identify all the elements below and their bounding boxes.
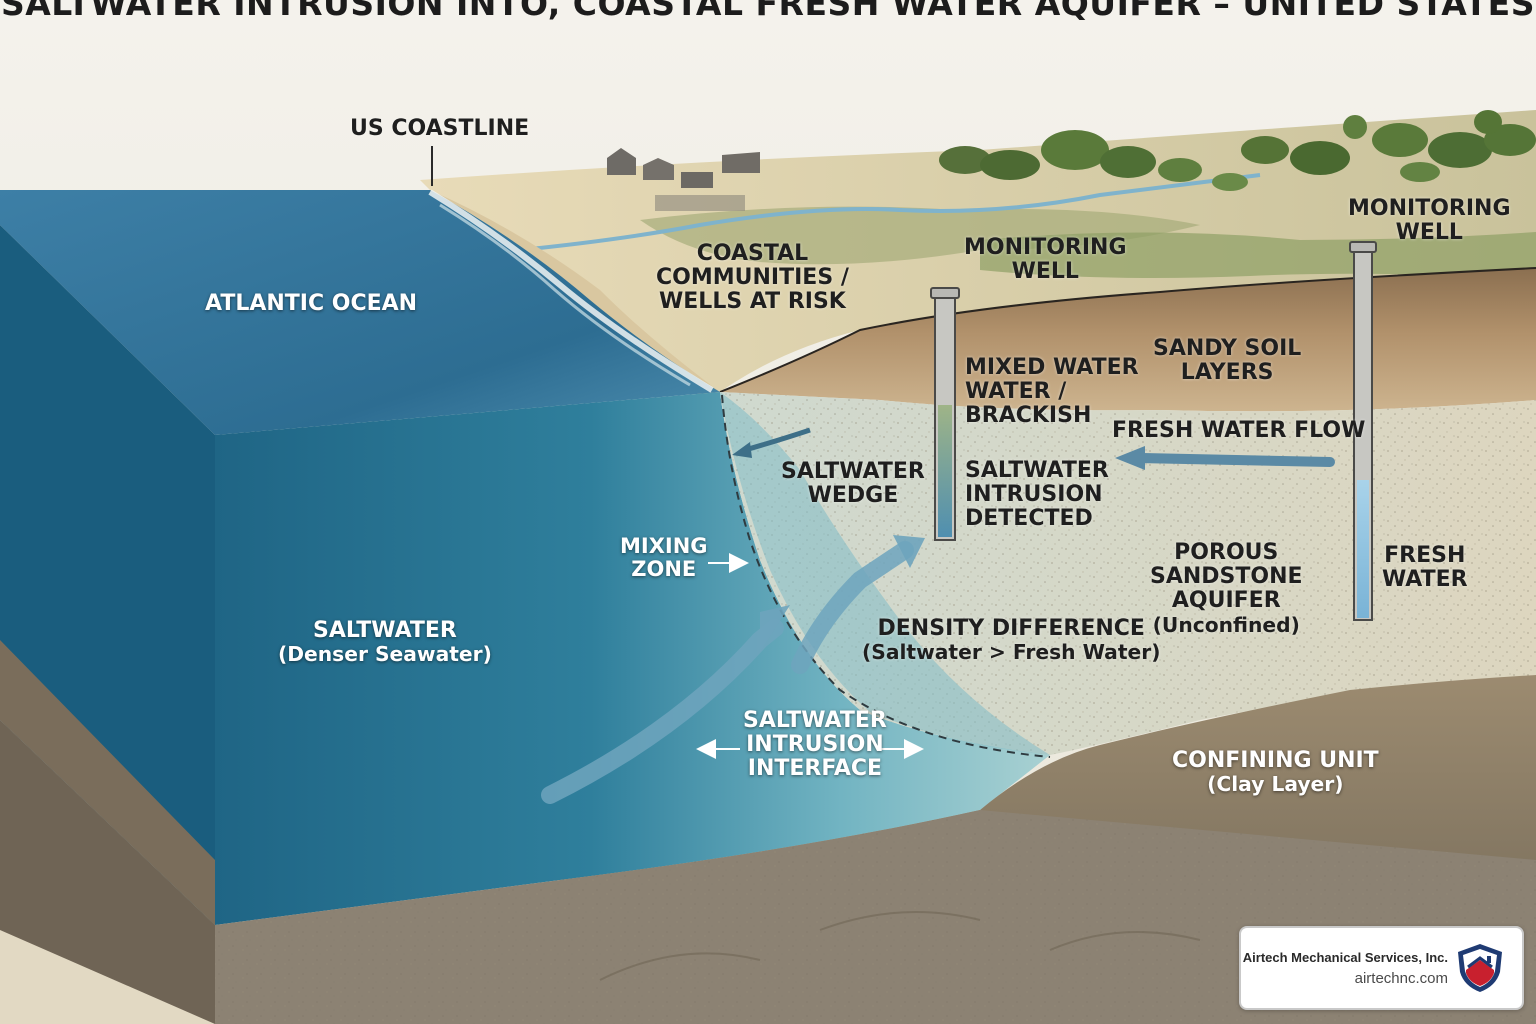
label-saltwater-line-1: SALTWATER [313,618,457,643]
label-density-difference: DENSITY DIFFERENCE (Saltwater > Fresh Wa… [862,616,1161,665]
marsh-grass [640,206,1200,265]
sandy-soil-layers [720,268,1536,412]
label-monitoring-well-1: MONITORING WELL [964,235,1127,285]
marsh-grass-far [980,232,1536,280]
monitoring-well-2 [1349,241,1377,621]
label-saltwater-wedge-line-1: SALTWATER [781,459,925,484]
label-intrusion-detected-line-2: INTRUSION [965,482,1103,508]
label-coastal-communities: COASTAL COMMUNITIES / WELLS AT RISK [656,241,849,315]
label-coastal-communities-line-2: COMMUNITIES / [656,265,849,291]
label-mixing-zone-line-2: ZONE [631,557,697,582]
label-intrusion-detected-line-1: SALTWATER [965,458,1109,483]
label-intrusion-interface-line-3: INTERFACE [747,756,883,782]
label-intrusion-interface: SALTWATER INTRUSION INTERFACE [743,708,887,782]
label-fresh-water-line-1: FRESH [1384,543,1466,568]
company-name: Airtech Mechanical Services, Inc. [1242,950,1448,965]
label-atlantic-ocean: ATLANTIC OCEAN [205,291,418,316]
label-monitoring-well-1-line-1: MONITORING [964,235,1127,260]
label-porous-sandstone-aquifer: POROUS SANDSTONE AQUIFER (Unconfined) [1150,540,1303,637]
label-mixed-water: MIXED WATER WATER / BRACKISH [965,355,1139,429]
label-saltwater-sub: (Denser Seawater) [278,642,492,667]
label-confining-unit-sub: (Clay Layer) [1207,772,1344,797]
monitoring-well-1 [930,287,960,541]
label-intrusion-detected-line-3: DETECTED [965,506,1093,532]
label-mixed-water-line-3: BRACKISH [965,403,1092,429]
company-badge[interactable]: Airtech Mechanical Services, Inc. airtec… [1239,926,1524,1010]
label-mixed-water-line-2: WATER / [965,379,1067,405]
label-intrusion-interface-line-1: SALTWATER [743,708,887,733]
company-website[interactable]: airtechnc.com [1354,970,1448,987]
label-mixing-zone: MIXING ZONE [620,534,708,582]
label-mixing-zone-line-1: MIXING [620,534,708,558]
label-porous-aquifer-line-3: AQUIFER [1171,588,1281,614]
label-porous-aquifer-line-1: POROUS [1174,540,1279,565]
label-saltwater-wedge-line-2: WEDGE [807,483,899,509]
bedrock-left-face [0,720,215,1024]
label-fresh-water-flow: FRESH WATER FLOW [1112,418,1366,443]
ocean-surface [0,190,720,435]
label-confining-unit: CONFINING UNIT (Clay Layer) [1172,748,1379,797]
ground-surface-line [719,267,1536,393]
label-saltwater-wedge: SALTWATER WEDGE [781,459,925,509]
label-sandy-soil-line-2: LAYERS [1180,360,1274,386]
label-intrusion-interface-line-2: INTRUSION [746,732,884,758]
label-porous-aquifer-line-2: SANDSTONE [1150,564,1303,590]
label-mixed-water-line-1: MIXED WATER [965,355,1139,380]
label-us-coastline: US COASTLINE [350,116,530,141]
label-sandy-soil-layers: SANDY SOIL LAYERS [1153,336,1302,386]
diagram-title: SALTWATER INTRUSION INTO, COASTAL FRESH … [0,0,1535,23]
saltwater-flow-arrow-2 [791,541,914,674]
label-sandy-soil-line-1: SANDY SOIL [1153,336,1302,361]
wedge-arrow [744,427,811,453]
coastal-stream [519,173,1261,252]
label-monitoring-well-2: MONITORING WELL [1348,196,1511,246]
label-density-difference-line-1: DENSITY DIFFERENCE [877,616,1145,641]
label-coastal-communities-line-3: WELLS AT RISK [659,289,846,315]
label-monitoring-well-2-line-2: WELL [1395,220,1463,246]
surf-foam [428,189,714,393]
intrusion-interface-line [721,394,1051,758]
label-fresh-water: FRESH WATER [1382,543,1468,593]
shield-logo-icon [1458,944,1502,992]
vegetation-trees [939,110,1536,191]
label-intrusion-detected: SALTWATER INTRUSION DETECTED [965,458,1109,532]
saltwater-flow-arrow-1 [541,619,784,804]
label-fresh-water-line-2: WATER [1382,567,1468,593]
label-monitoring-well-1-line-2: WELL [1011,259,1079,285]
fresh-water-flow-arrow [1135,453,1335,467]
label-coastal-communities-line-1: COASTAL [696,241,809,266]
saltwater-wedge [720,392,1050,755]
label-monitoring-well-2-line-1: MONITORING [1348,196,1511,221]
label-density-difference-sub: (Saltwater > Fresh Water) [862,640,1161,665]
label-saltwater: SALTWATER (Denser Seawater) [278,618,492,667]
coastal-houses [607,148,760,211]
label-confining-unit-line-1: CONFINING UNIT [1172,748,1379,773]
label-porous-aquifer-sub: (Unconfined) [1152,612,1300,637]
base-platform [0,930,215,1024]
saltwater-body [215,392,1050,925]
